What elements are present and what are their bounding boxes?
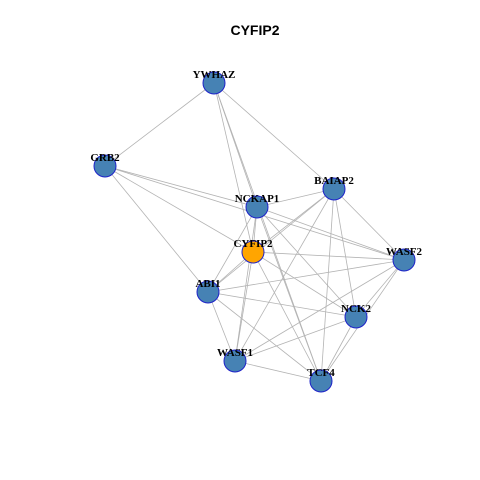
edge-cyfip2-wasf2 <box>252 251 405 261</box>
node-label-cyfip2: CYFIP2 <box>233 238 273 250</box>
node-label-grb2: GRB2 <box>90 152 120 164</box>
edge-grb2-abi1 <box>104 165 209 293</box>
edge-nck2-wasf1 <box>234 316 357 362</box>
edge-wasf2-abi1 <box>207 259 405 293</box>
edge-baiap2-wasf1 <box>234 188 335 362</box>
edge-abi1-wasf1 <box>207 291 236 362</box>
node-label-baiap2: BAIAP2 <box>314 175 354 187</box>
node-wasf1 <box>223 349 247 373</box>
node-grb2 <box>93 154 117 178</box>
node-label-ywhaz: YWHAZ <box>193 69 236 81</box>
edge-abi1-nck2 <box>207 291 357 318</box>
node-wasf2 <box>392 248 416 272</box>
edge-wasf1-tcf4 <box>234 360 322 382</box>
node-baiap2 <box>322 177 346 201</box>
node-label-nck2: NCK2 <box>341 303 371 315</box>
edge-cyfip2-wasf1 <box>234 251 254 362</box>
edge-cyfip2-tcf4 <box>252 251 322 382</box>
edge-nck2-tcf4 <box>320 316 357 382</box>
edge-nckap1-wasf2 <box>256 206 405 261</box>
node-nck2 <box>344 305 368 329</box>
edge-grb2-cyfip2 <box>104 165 254 253</box>
edge-nckap1-abi1 <box>207 206 258 293</box>
node-label-wasf1: WASF1 <box>217 347 253 359</box>
edge-baiap2-nck2 <box>333 188 357 318</box>
edge-ywhaz-tcf4 <box>213 82 322 382</box>
edges-layer <box>104 82 405 382</box>
edge-abi1-tcf4 <box>207 291 322 382</box>
edge-ywhaz-cyfip2 <box>213 82 254 253</box>
node-cyfip2 <box>241 240 265 264</box>
edge-baiap2-wasf2 <box>333 188 405 261</box>
node-ywhaz <box>202 71 226 95</box>
node-label-wasf2: WASF2 <box>386 246 423 258</box>
edge-cyfip2-nck2 <box>252 251 357 318</box>
node-tcf4 <box>309 369 333 393</box>
edge-wasf2-nck2 <box>355 259 405 318</box>
node-label-abi1: ABI1 <box>195 278 220 290</box>
node-nckap1 <box>245 195 269 219</box>
edge-nckap1-tcf4 <box>256 206 322 382</box>
edge-ywhaz-baiap2 <box>213 82 335 190</box>
node-abi1 <box>196 280 220 304</box>
node-label-tcf4: TCF4 <box>307 367 335 379</box>
nodes-layer: YWHAZ GRB2BAIAP2NCKAP1CYFIP2WASF2ABI1NCK2… <box>90 69 423 393</box>
edge-nckap1-wasf1 <box>234 206 258 362</box>
edge-ywhaz-grb2 <box>104 82 215 167</box>
graph-title: CYFIP2 <box>230 22 279 38</box>
edge-baiap2-abi1 <box>207 188 335 293</box>
edge-baiap2-nckap1 <box>256 188 335 208</box>
node-label-nckap1: NCKAP1 <box>235 193 280 205</box>
edge-grb2-nckap1 <box>104 165 258 208</box>
